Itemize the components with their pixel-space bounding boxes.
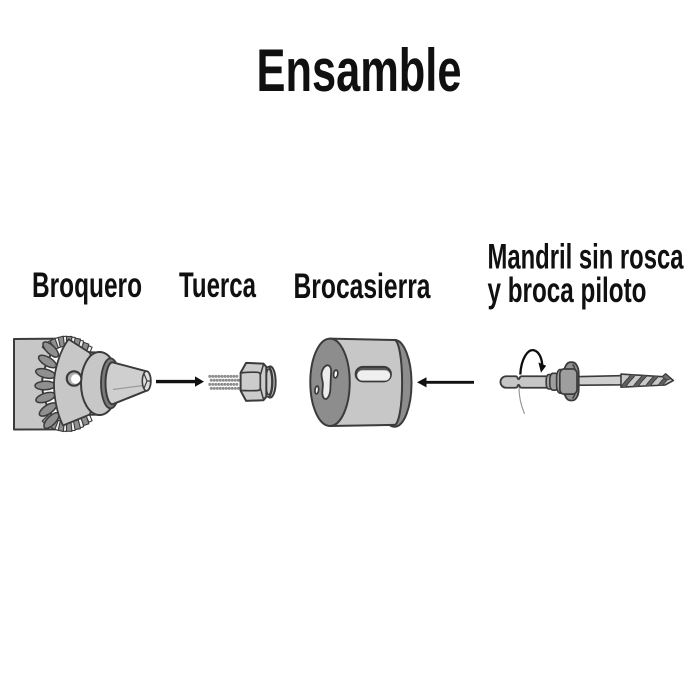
- svg-text:y broca piloto: y broca piloto: [488, 271, 647, 310]
- svg-text:Tuerca: Tuerca: [179, 266, 256, 305]
- svg-text:Mandril sin rosca: Mandril sin rosca: [488, 238, 684, 277]
- svg-text:Brocasierra: Brocasierra: [294, 267, 431, 306]
- svg-text:Broquero: Broquero: [32, 266, 142, 305]
- svg-text:Ensamble: Ensamble: [257, 37, 462, 104]
